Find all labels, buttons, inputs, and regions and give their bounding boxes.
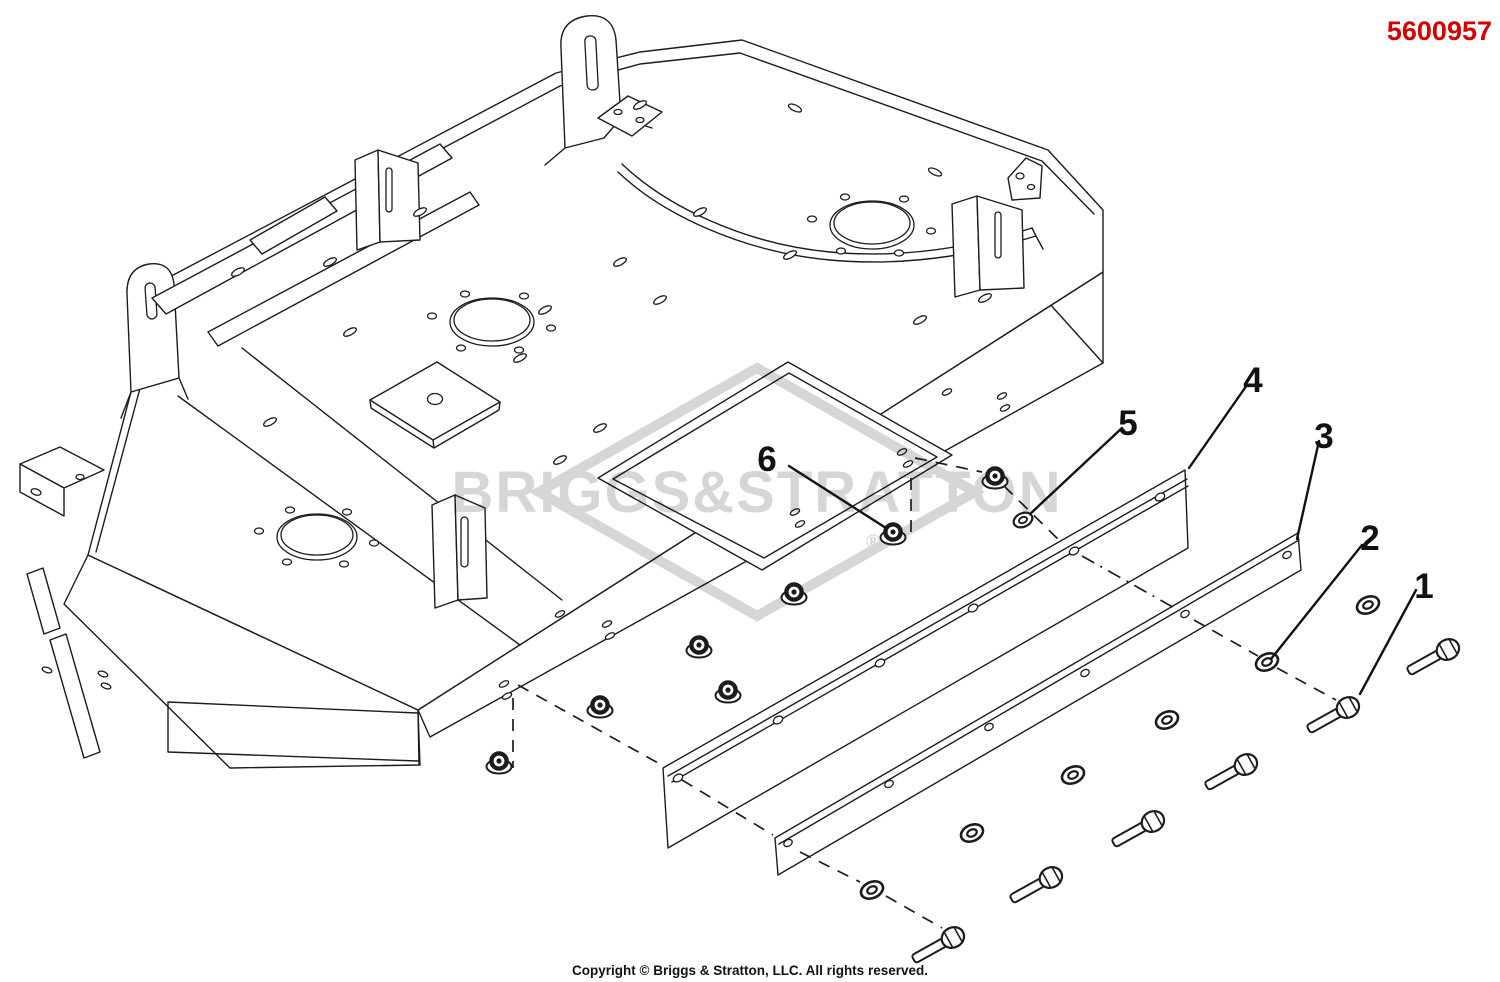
carriage-bolt [907,922,969,970]
drawing-number: 5600957 [1387,16,1492,46]
callouts: 1 2 3 4 5 6 [757,361,1434,696]
callout-1: 1 [1414,567,1433,606]
deck-skirt-holes [41,388,1011,700]
flat-washer [956,819,988,847]
watermark-brand: BRIGGS&STRATTON [451,460,1062,525]
flat-washer [1151,706,1183,734]
deck-top-holes [231,100,992,465]
watermark: BRIGGS&STRATTON ® [451,362,1062,622]
callout-5: 5 [1118,404,1137,443]
leader-line-4 [1187,383,1249,470]
channel-bracket-mid-left [354,149,421,251]
watermark-diamond [528,362,986,622]
access-plate [369,361,501,449]
channel-bracket-center [431,494,488,609]
leader-line-2 [1269,543,1364,661]
callout-6: 6 [757,440,776,479]
carriage-bolt [1005,862,1067,910]
flange-nut [487,753,512,773]
assembly-dashed-axes [512,457,1337,929]
wear-strip-lower [774,532,1302,876]
leader-line-6 [787,464,888,530]
leader-line-1 [1358,588,1418,696]
anti-scalp-strips [26,567,101,759]
mower-deck-body [19,15,1104,769]
carriage-bolt [1200,749,1262,797]
spindle-hole-left [253,506,380,568]
leader-line-3 [1295,439,1321,541]
watermark-registered-icon: ® [866,532,880,553]
carriage-bolt [1402,634,1464,682]
channel-bracket-right [951,195,1025,298]
flat-washer [1057,761,1089,789]
angle-bracket-right [1007,157,1043,201]
carriage-bolt [1107,806,1169,854]
spindle-hole-center [426,290,557,354]
flat-washer [856,876,888,904]
flat-washer [1352,591,1384,619]
callout-2: 2 [1360,519,1379,558]
callout-3: 3 [1314,417,1333,456]
callout-4: 4 [1243,361,1263,400]
angle-bracket-far-left [19,446,105,517]
flange-nut [716,682,741,702]
center-cutout [597,361,953,571]
leader-line-5 [1028,426,1124,516]
flange-nut [588,697,613,717]
spindle-hole-right [806,193,937,257]
carriage-bolt [1302,692,1364,740]
wear-strip-upper [662,469,1189,849]
copyright-note: Copyright © Briggs & Stratton, LLC. All … [572,963,928,978]
flange-nut [687,637,712,657]
